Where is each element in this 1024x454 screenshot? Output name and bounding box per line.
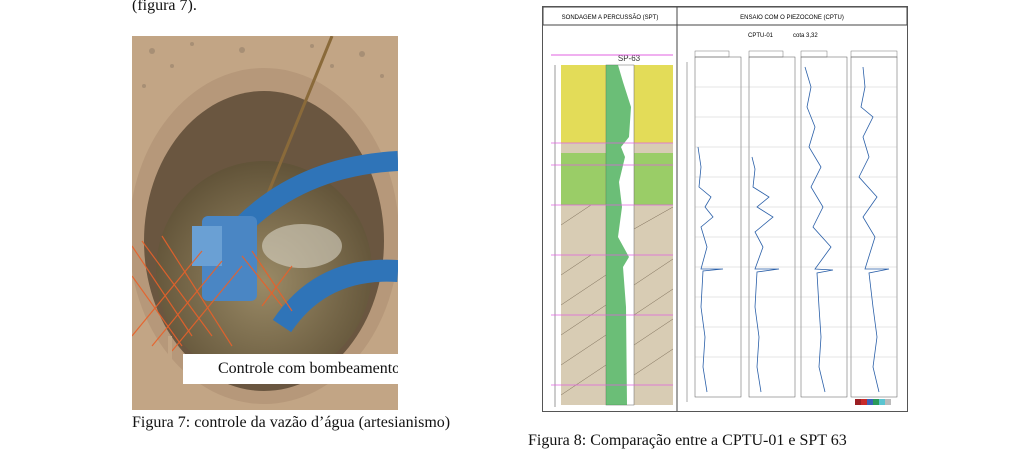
figure8-caption: Figura 8: Comparação entre a CPTU-01 e S…: [528, 432, 847, 449]
spt-header: SONDAGEM A PERCUSSÃO (SPT): [562, 14, 659, 21]
figure7-caption: Figura 7: controle da vazão d’água (arte…: [132, 414, 451, 431]
pump-well-photo: Controle com bombeamento: [132, 36, 398, 410]
spt-id: SP-63: [618, 54, 641, 63]
figure8-panel: SONDAGEM A PERCUSSÃO (SPT) ENSAIO COM O …: [542, 6, 908, 412]
photo-overlay-label: Controle com bombeamento: [183, 354, 398, 384]
cptu-id: CPTU-01: [748, 33, 774, 39]
top-note: (figura 7).: [132, 0, 197, 14]
cota-label: cota 3,32: [793, 33, 818, 39]
cptu-header: ENSAIO COM O PIEZOCONE (CPTU): [740, 15, 844, 21]
